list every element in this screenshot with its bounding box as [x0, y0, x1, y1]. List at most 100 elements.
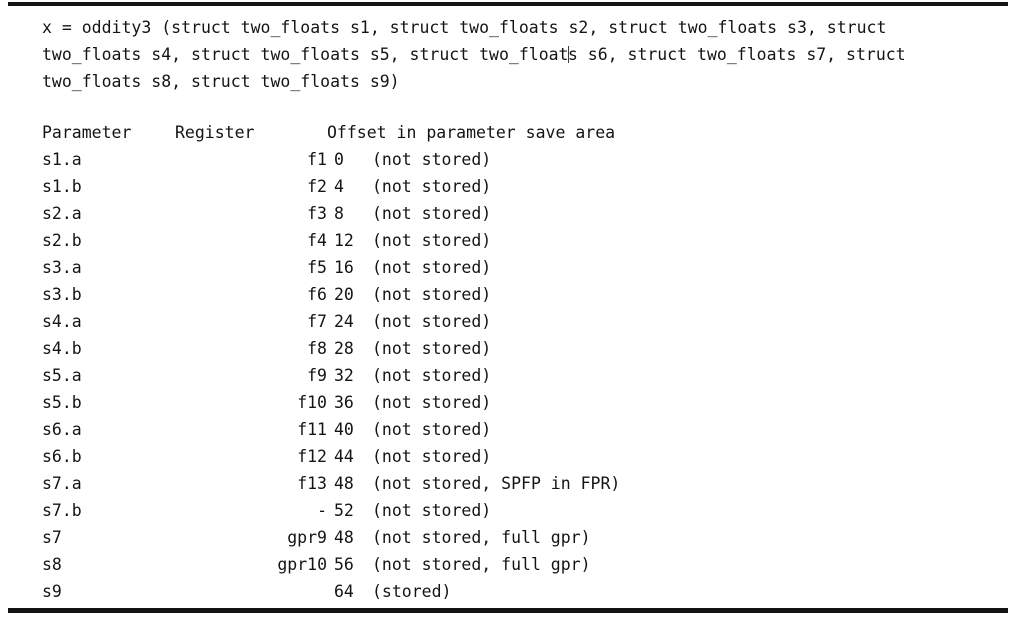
- table-header-row: Parameter Register Offset in parameter sav…: [42, 119, 1004, 146]
- cell-parameter: s7.b: [42, 501, 82, 520]
- cell-parameter: s6.a: [42, 420, 82, 439]
- cell-note: (not stored): [372, 231, 492, 250]
- cell-register: f10: [297, 393, 327, 412]
- cell-offset: 16: [334, 258, 354, 277]
- text-cursor-caret[interactable]: [567, 46, 569, 63]
- cell-register: gpr9: [287, 528, 327, 547]
- cell-gap: [327, 443, 334, 470]
- table-row: s4.b f8 28 (not stored): [42, 335, 1004, 362]
- cell-note: (not stored): [372, 204, 492, 223]
- spacer-line: [42, 95, 1004, 119]
- cell-parameter: s7: [42, 528, 62, 547]
- cell-offset: 28: [334, 339, 354, 358]
- cell-note: (not stored): [372, 285, 492, 304]
- cell-offset: 44: [334, 447, 354, 466]
- table-row: s2.b f4 12 (not stored): [42, 227, 1004, 254]
- cell-note: (not stored): [372, 393, 492, 412]
- cell-offset: 20: [334, 285, 354, 304]
- cell-offset: 56: [334, 555, 354, 574]
- cell-register: gpr10: [277, 555, 327, 574]
- cell-register: f4: [307, 231, 327, 250]
- cell-parameter: s6.b: [42, 447, 82, 466]
- cell-parameter: s5.b: [42, 393, 82, 412]
- cell-register: f7: [307, 312, 327, 331]
- cell-offset: 64: [334, 582, 354, 601]
- function-signature[interactable]: x = oddity3 (struct two_floats s1, struc…: [42, 14, 1004, 95]
- cell-note: (not stored, SPFP in FPR): [372, 474, 621, 493]
- cell-gap: [327, 362, 334, 389]
- cell-gap: [327, 173, 334, 200]
- table-row: s3.b f6 20 (not stored): [42, 281, 1004, 308]
- cell-gap: [327, 227, 334, 254]
- cell-gap: [327, 200, 334, 227]
- cell-parameter: s2.a: [42, 204, 82, 223]
- cell-register: f13: [297, 474, 327, 493]
- cell-note: (not stored): [372, 258, 492, 277]
- cell-note: (not stored): [372, 312, 492, 331]
- cell-gap: [327, 146, 334, 173]
- cell-offset: 32: [334, 366, 354, 385]
- cell-register: f5: [307, 258, 327, 277]
- cell-parameter: s2.b: [42, 231, 82, 250]
- cell-parameter: s3.b: [42, 285, 82, 304]
- cell-offset: 4: [334, 177, 344, 196]
- cell-offset: 12: [334, 231, 354, 250]
- cell-gap: [327, 335, 334, 362]
- bottom-rule: [8, 608, 1008, 613]
- cell-register: f8: [307, 339, 327, 358]
- cell-note: (not stored): [372, 339, 492, 358]
- table-row: s9 64 (stored): [42, 578, 1004, 605]
- cell-gap: [327, 416, 334, 443]
- header-register: Register: [175, 123, 255, 142]
- cell-note: (stored): [372, 582, 452, 601]
- cell-note: (not stored): [372, 177, 492, 196]
- table-row: s7.b- 52(not stored): [42, 497, 1004, 524]
- cell-note: (not stored): [372, 447, 492, 466]
- signature-line-2-after-caret: s s6, struct two_floats s7, struct: [567, 45, 906, 64]
- cell-offset: 48: [334, 474, 354, 493]
- signature-line-2-before-caret: two_floats s4, struct two_floats s5, str…: [42, 45, 569, 64]
- cell-register: -: [317, 501, 327, 520]
- cell-parameter: s9: [42, 582, 62, 601]
- cell-parameter: s5.a: [42, 366, 82, 385]
- cell-register: f6: [307, 285, 327, 304]
- cell-note: (not stored): [372, 150, 492, 169]
- cell-parameter: s3.a: [42, 258, 82, 277]
- cell-register: f3: [307, 204, 327, 223]
- header-parameter: Parameter: [42, 123, 132, 142]
- cell-note: (not stored): [372, 366, 492, 385]
- cell-offset: 48: [334, 528, 354, 547]
- listing-body: x = oddity3 (struct two_floats s1, struc…: [42, 14, 1004, 605]
- cell-parameter: s4.a: [42, 312, 82, 331]
- signature-line-3: two_floats s8, struct two_floats s9): [42, 72, 400, 91]
- cell-note: (not stored): [372, 501, 492, 520]
- cell-register: f2: [307, 177, 327, 196]
- cell-gap: [327, 470, 334, 497]
- cell-register: f11: [297, 420, 327, 439]
- cell-parameter: s4.b: [42, 339, 82, 358]
- cell-gap: [327, 281, 334, 308]
- cell-parameter: s8: [42, 555, 62, 574]
- signature-line-2: two_floats s4, struct two_floats s5, str…: [42, 41, 1004, 68]
- header-offset: Offset in parameter save area: [327, 123, 616, 142]
- cell-gap: [327, 389, 334, 416]
- table-row: s5.b f10 36 (not stored): [42, 389, 1004, 416]
- cell-offset: 0: [334, 150, 344, 169]
- cell-gap: [327, 524, 334, 551]
- cell-gap: [327, 551, 334, 578]
- cell-gap: [327, 254, 334, 281]
- cell-gap: [327, 578, 334, 605]
- cell-offset: 36: [334, 393, 354, 412]
- cell-note: (not stored): [372, 420, 492, 439]
- cell-gap: [327, 308, 334, 335]
